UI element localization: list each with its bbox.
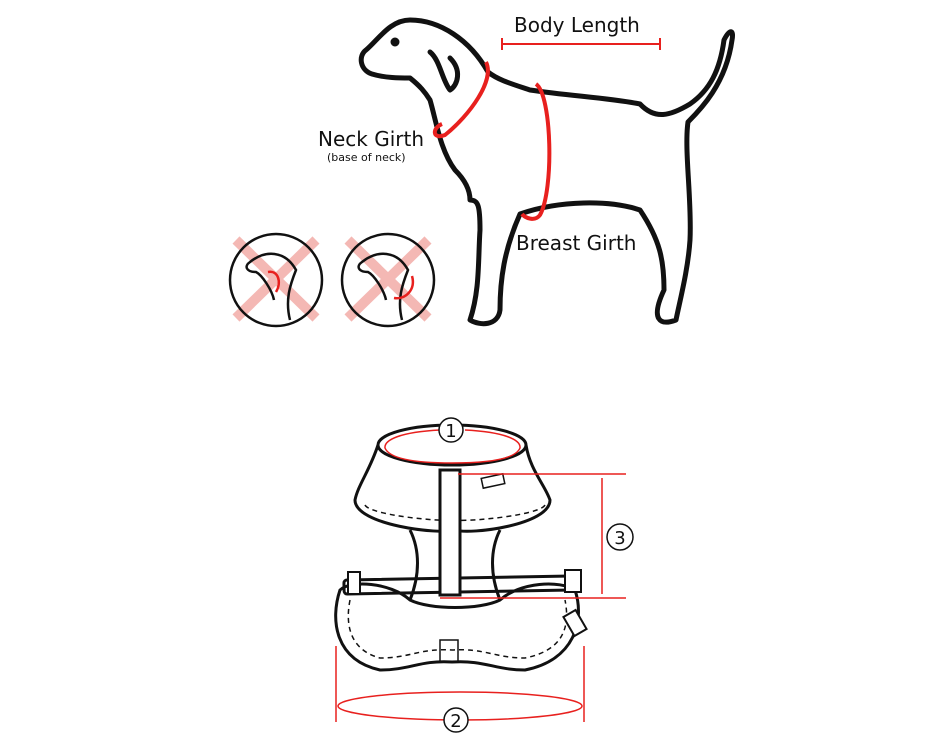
marker-3: 3	[606, 523, 634, 551]
body-length-marker	[501, 38, 661, 50]
neck-girth-label: Neck Girth	[318, 127, 424, 151]
marker-1: 1	[438, 417, 464, 443]
harness-outline	[334, 423, 588, 672]
harness-dimension-3	[440, 473, 626, 599]
breast-girth-label: Breast Girth	[516, 231, 636, 255]
wrong-position-example-1	[228, 232, 324, 328]
brand-tag	[480, 472, 506, 490]
harness-dimension-1	[384, 429, 521, 464]
wrong-position-example-2	[340, 232, 436, 328]
neck-girth-marker	[432, 61, 490, 139]
dog-outline	[358, 17, 735, 327]
neck-girth-note: (base of neck)	[327, 151, 406, 164]
breast-girth-marker	[520, 82, 552, 221]
body-length-label: Body Length	[514, 13, 640, 37]
svg-text:1: 1	[445, 421, 456, 442]
svg-text:2: 2	[450, 711, 461, 732]
marker-2: 2	[443, 707, 469, 733]
svg-text:3: 3	[614, 528, 625, 549]
